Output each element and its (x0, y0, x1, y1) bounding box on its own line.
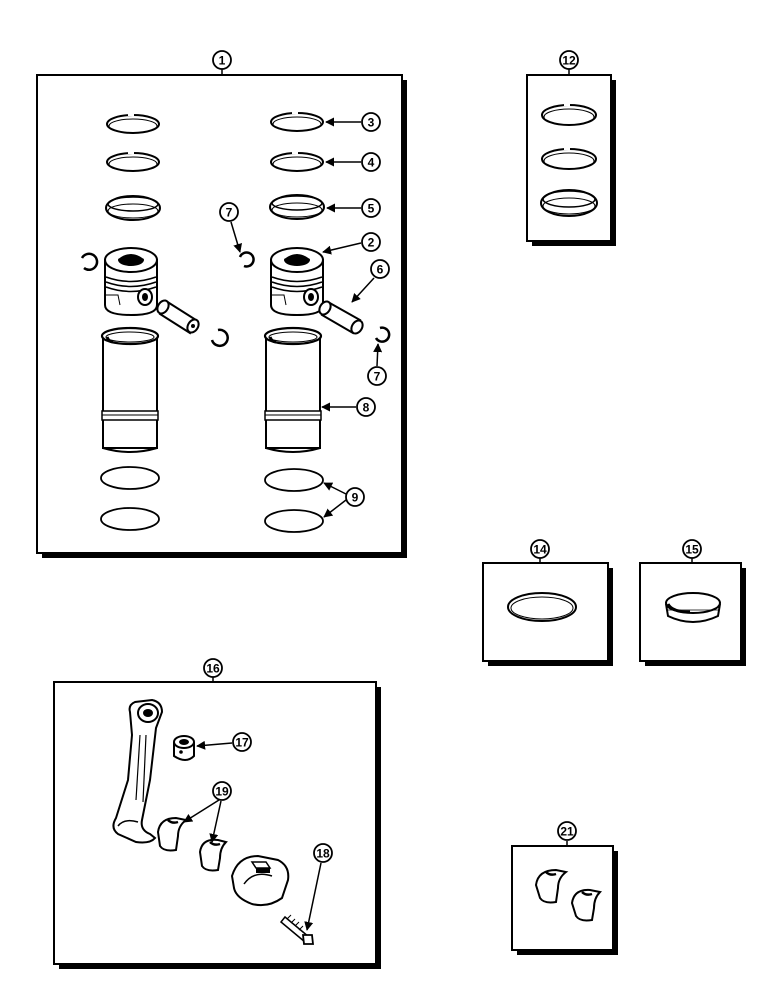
callout-7a-leader (230, 221, 242, 253)
kit-14-callout: 14 (530, 539, 550, 559)
callout-7b-number: 7 (374, 370, 381, 384)
callout-5-number: 5 (368, 202, 375, 216)
piston-pin-right (318, 300, 364, 335)
snap-ring-left-inner (210, 328, 229, 347)
kit-21-panel: 21 (511, 821, 618, 955)
snap-ring-left-outer (80, 252, 99, 271)
kit-14-panel: 14 (482, 539, 613, 666)
callout-8: 8 (356, 397, 376, 417)
kit-15-callout: 15 (682, 539, 702, 559)
rod-bolt (279, 914, 315, 945)
callout-9: 9 (345, 487, 365, 507)
cylinder-sleeve-left (100, 326, 160, 453)
callout-18-number: 18 (316, 847, 330, 861)
sleeve-band (665, 592, 721, 623)
ring-set-ring-1 (541, 103, 597, 126)
callout-9-leader-a (323, 482, 347, 495)
kit-21-number: 21 (560, 825, 574, 839)
piston-left (104, 247, 158, 317)
kit-12-panel: 12 (526, 50, 616, 246)
rod-cap (230, 854, 290, 907)
callout-17-leader (196, 740, 233, 750)
oil-ring-left (105, 195, 161, 221)
kit-16-callout: 16 (203, 658, 223, 678)
callout-3: 3 (361, 112, 381, 132)
kit-1-callout: 1 (212, 50, 232, 70)
cylinder-sleeve-right (263, 326, 323, 453)
callout-19-number: 19 (215, 785, 229, 799)
kit-15-number: 15 (685, 543, 699, 557)
callout-2: 2 (361, 232, 381, 252)
callout-7b-leader (373, 343, 383, 367)
callout-4: 4 (361, 152, 381, 172)
snap-ring-right (374, 326, 391, 343)
kit-16-panel: 16 (53, 658, 381, 969)
kit-16-number: 16 (206, 662, 220, 676)
o-ring-left-2 (100, 507, 160, 531)
compression-ring-left-2 (106, 151, 160, 172)
main-bearing-shell-2 (570, 888, 603, 922)
bearing-shell-1 (156, 816, 189, 852)
callout-19-leader-b (209, 800, 222, 843)
callout-6-leader (351, 277, 375, 303)
kit-1-panel: 1 (36, 50, 407, 558)
seal-ring (507, 592, 577, 622)
o-ring-right-1 (264, 468, 324, 492)
compression-ring-right-2 (270, 151, 324, 172)
callout-5: 5 (361, 198, 381, 218)
callout-17-number: 17 (235, 736, 249, 750)
ring-set-oil-ring (540, 189, 598, 217)
callout-7b: 7 (367, 366, 387, 386)
callout-8-number: 8 (363, 401, 370, 415)
kit-21-callout: 21 (557, 821, 577, 841)
kit-12-callout: 12 (559, 50, 579, 70)
callout-9-leader-b (323, 499, 347, 518)
callout-7a: 7 (219, 202, 239, 222)
kit-14-number: 14 (533, 543, 547, 557)
main-bearing-shell-1 (534, 868, 569, 904)
compression-ring-left-1 (106, 113, 160, 134)
ring-set-ring-2 (541, 147, 597, 170)
kit-15-panel: 15 (639, 539, 746, 666)
callout-6-number: 6 (377, 263, 384, 277)
snap-ring-center (238, 251, 255, 268)
callout-19-leader-a (183, 799, 220, 823)
callout-18: 18 (313, 843, 333, 863)
kit-1-number: 1 (219, 54, 226, 68)
pin-bushing (173, 735, 195, 761)
piston-pin-left (156, 299, 200, 335)
kit-12-number: 12 (562, 54, 576, 68)
callout-4-number: 4 (368, 156, 375, 170)
callout-2-number: 2 (368, 236, 375, 250)
connecting-rod (112, 698, 164, 844)
piston-right (270, 247, 324, 317)
o-ring-right-2 (264, 509, 324, 533)
o-ring-left-1 (100, 466, 160, 490)
oil-ring-right (269, 194, 325, 220)
callout-17: 17 (232, 732, 252, 752)
callout-19: 19 (212, 781, 232, 801)
callout-9-number: 9 (352, 491, 359, 505)
callout-2-leader (322, 242, 362, 255)
callout-3-number: 3 (368, 116, 375, 130)
callout-18-leader (304, 862, 322, 931)
callout-7a-number: 7 (226, 206, 233, 220)
compression-ring-right-1 (270, 111, 324, 132)
callout-6: 6 (370, 259, 390, 279)
